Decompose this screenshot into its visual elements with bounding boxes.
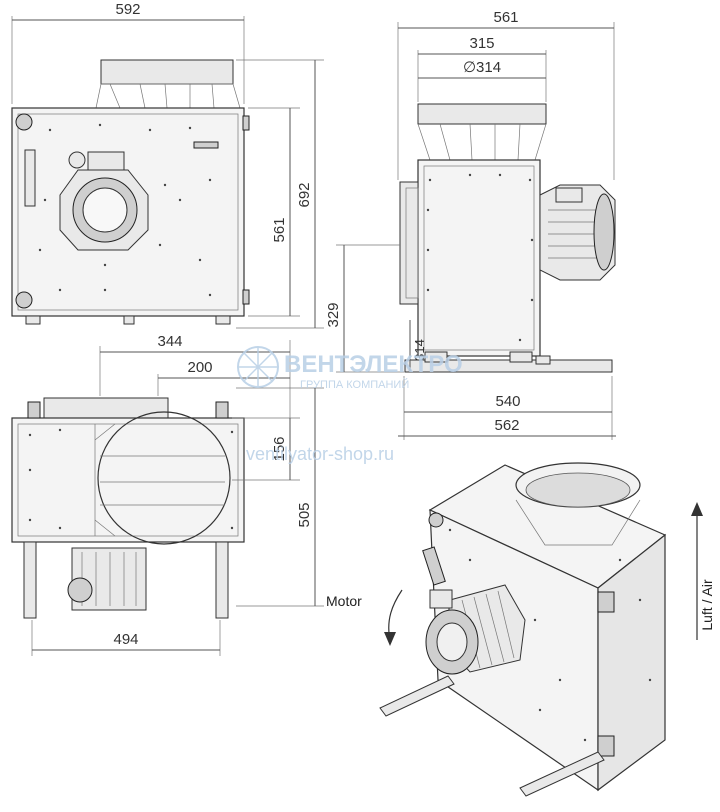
- dim-top-width: 494: [113, 631, 138, 648]
- top-inlet-transition: [94, 423, 116, 537]
- side-outlet-transition: [417, 123, 547, 161]
- top-leg: [215, 541, 229, 619]
- side-view: 561 315 ∅314 329 314 540 562: [325, 9, 616, 440]
- watermark-subtitle: ГРУППА КОМПАНИЙ: [300, 378, 409, 391]
- front-latch: [242, 289, 250, 305]
- top-inlet-circle: [97, 411, 231, 545]
- front-foot: [25, 315, 41, 325]
- dim-top-depth: 505: [296, 502, 313, 527]
- iso-base-rail: [379, 675, 455, 717]
- watermark-site: ventilyator-shop.ru: [246, 444, 394, 464]
- side-foot: [535, 355, 551, 365]
- front-transition-ribs: [109, 83, 215, 109]
- motor-label: Motor: [326, 593, 362, 609]
- dim-front-width: 592: [115, 1, 140, 18]
- top-view: 344 200 156 505 494: [11, 333, 324, 656]
- iso-terminal-box: [429, 589, 453, 609]
- front-outlet-transition: [95, 83, 241, 109]
- front-foot: [123, 315, 135, 325]
- side-foot: [509, 351, 533, 363]
- iso-screw-holes: [448, 528, 652, 742]
- side-motor-endcap: [593, 193, 615, 271]
- dim-side-base-outer: 562: [494, 417, 519, 434]
- iso-right-face: [597, 533, 666, 792]
- side-motor-fins: [548, 209, 612, 259]
- top-latch: [215, 401, 229, 419]
- dim-side-outlet-diameter: ∅314: [463, 59, 501, 76]
- side-foot: [424, 351, 448, 363]
- dim-side-inlet-height: 329: [325, 302, 342, 327]
- side-inlet-flange: [399, 181, 419, 305]
- front-view: 592 561 692: [11, 1, 324, 329]
- airflow-label: Luft / Air: [699, 579, 715, 631]
- dim-front-total-height: 692: [296, 182, 313, 207]
- front-foot: [215, 315, 231, 325]
- iso-bracket: [597, 591, 615, 613]
- front-latch: [242, 115, 250, 131]
- front-screw-holes: [38, 123, 212, 297]
- side-screw-holes: [426, 173, 534, 342]
- top-latch: [27, 401, 41, 419]
- iso-handle: [422, 546, 446, 586]
- dim-side-base-inner: 540: [495, 393, 520, 410]
- front-corner-fitting: [15, 113, 33, 131]
- iso-bracket: [597, 735, 615, 757]
- side-outlet-flange: [417, 103, 547, 125]
- front-motor-hub: [82, 187, 128, 233]
- top-outlet-flange: [43, 397, 169, 419]
- front-outlet-flange: [100, 59, 234, 85]
- front-corner-fitting: [15, 291, 33, 309]
- iso-base-rail: [519, 751, 605, 797]
- top-motor-terminal: [67, 577, 93, 603]
- airflow-arrowhead: [691, 502, 703, 516]
- iso-corner-fitting: [428, 512, 444, 528]
- watermark-brand: ВЕНТЭЛЕКТРО: [284, 351, 463, 378]
- dim-side-total-width: 561: [493, 9, 518, 26]
- front-terminal-box: [87, 151, 125, 171]
- top-screw-holes: [28, 428, 234, 530]
- dim-side-foot-height: 314: [412, 339, 427, 361]
- top-body: [11, 417, 245, 543]
- watermark-logo-icon: [237, 346, 279, 388]
- side-terminal-box: [555, 187, 583, 203]
- front-cable-gland: [68, 151, 86, 169]
- front-label-plate: [193, 141, 219, 149]
- front-handle: [24, 149, 36, 207]
- side-body-inner: [423, 165, 535, 351]
- side-body: [417, 159, 541, 357]
- dim-top-offset-inner: 200: [187, 359, 212, 376]
- dim-top-inlet: 156: [271, 436, 288, 461]
- iso-outlet-transition: [515, 499, 641, 546]
- dim-front-body-height: 561: [271, 217, 288, 242]
- side-transition-ribs: [439, 123, 521, 161]
- front-body-inner: [17, 113, 239, 311]
- iso-rotation-arrowhead: [384, 632, 396, 646]
- isometric-view: Motor Luft / Air: [326, 462, 715, 797]
- dim-top-offset-outer: 344: [157, 333, 182, 350]
- dim-side-outlet-width: 315: [469, 35, 494, 52]
- top-leg: [23, 541, 37, 619]
- top-impeller-lines: [100, 455, 225, 506]
- watermark: ВЕНТЭЛЕКТРО ГРУППА КОМПАНИЙ ventilyator-…: [237, 346, 463, 464]
